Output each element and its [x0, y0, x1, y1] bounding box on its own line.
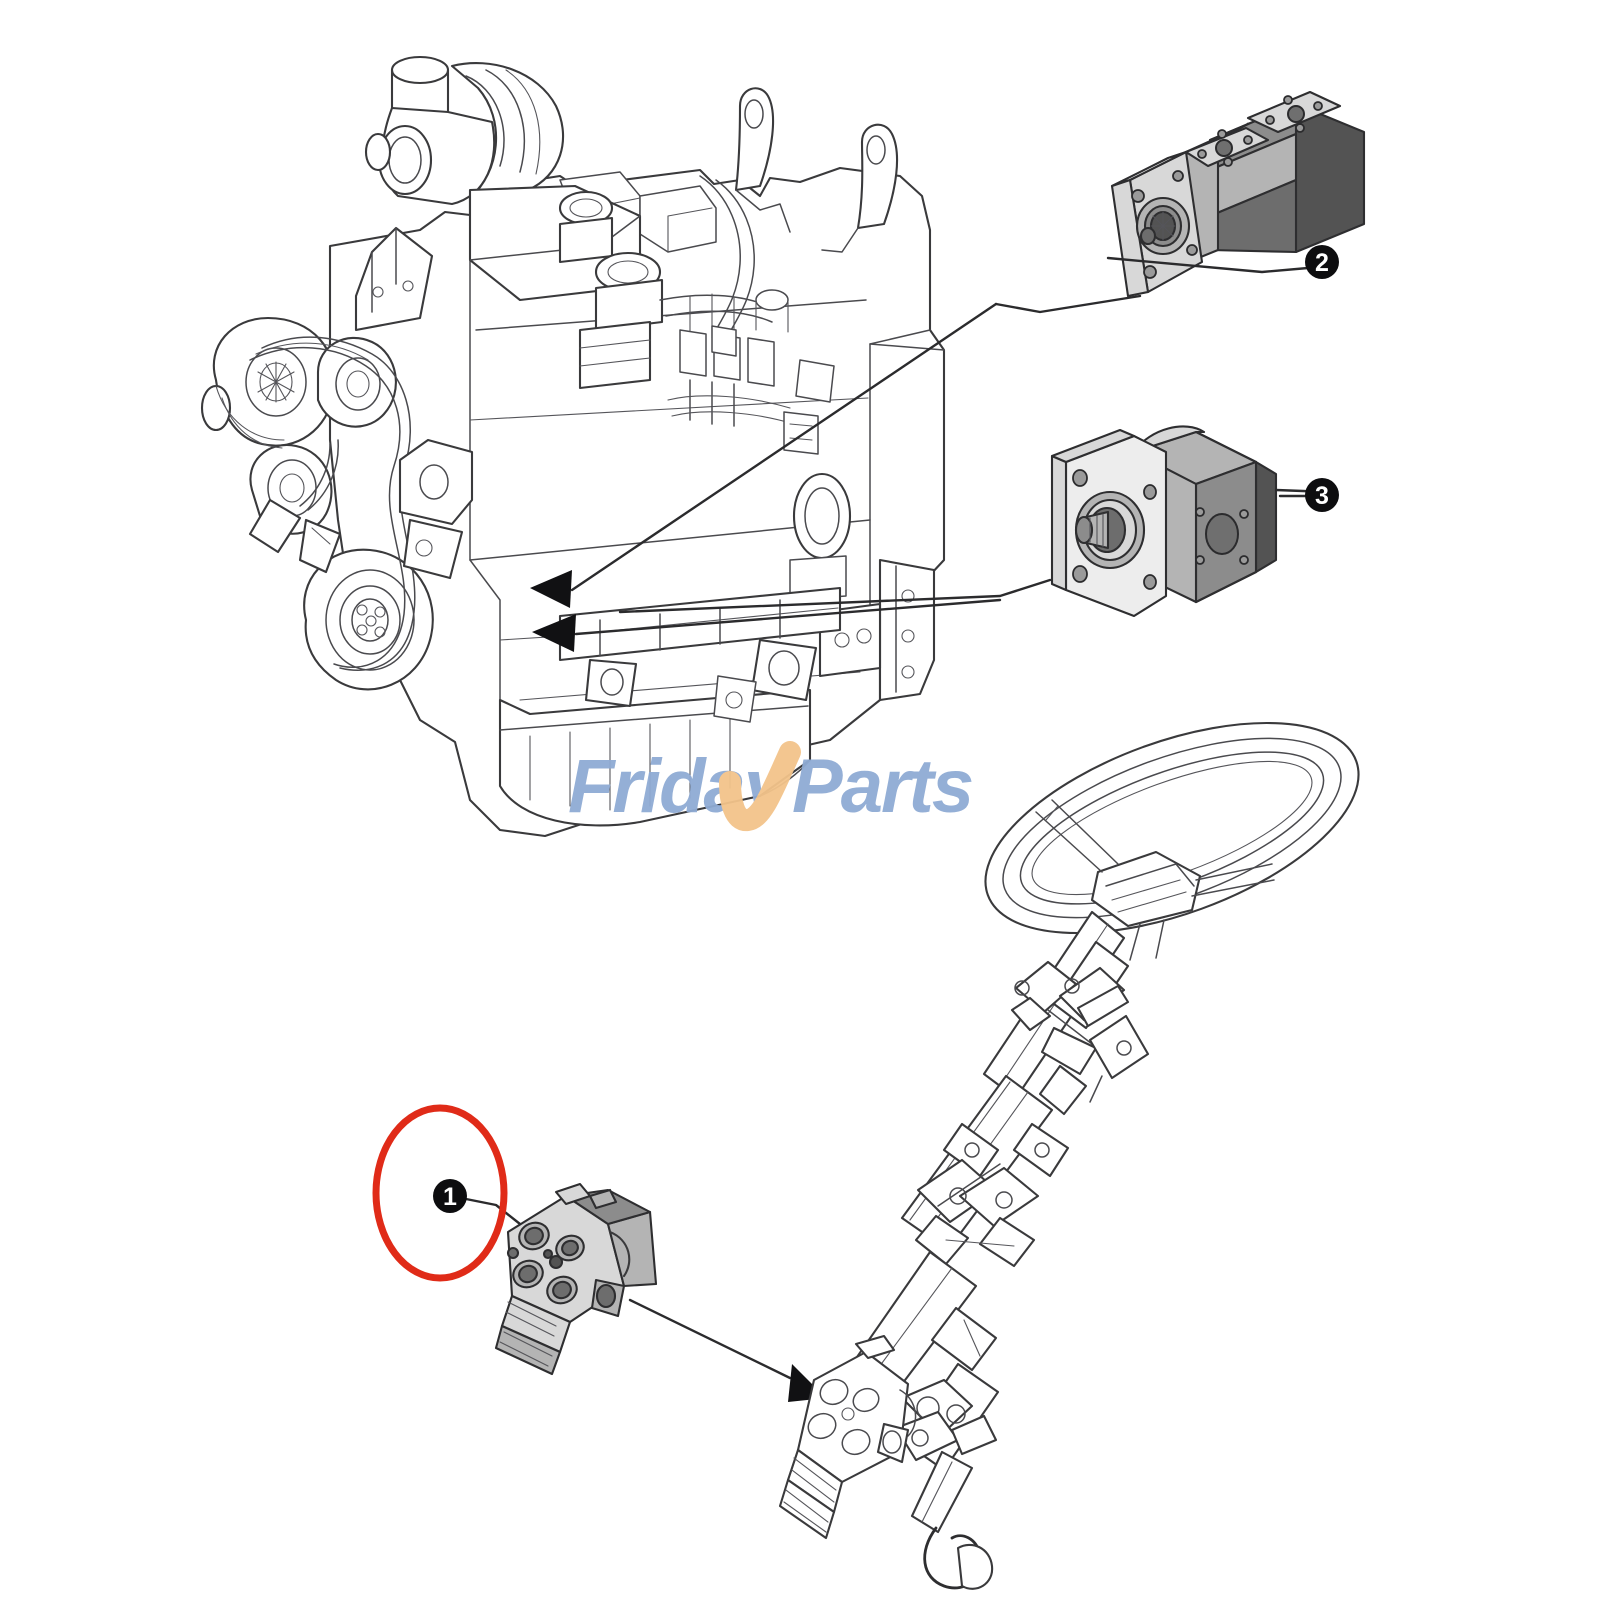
callout-2-number: 2 [1315, 249, 1329, 277]
oil-filter-housing [789, 472, 852, 601]
starter-motor [713, 638, 818, 723]
flywheel-housing [818, 558, 936, 702]
engine-assembly [200, 55, 946, 838]
column-base-valve [778, 1334, 917, 1540]
callout-marker-2[interactable]: 2 [1305, 245, 1339, 279]
engine-mount-arrows [530, 302, 1002, 652]
steering-column-assembly [778, 721, 1360, 1590]
part-steering-control-valve [464, 1182, 658, 1376]
belt-drive-system [200, 316, 434, 691]
callout-marker-3[interactable]: 3 [1305, 478, 1339, 512]
intake-piping [699, 175, 755, 357]
steering-wheel [984, 721, 1360, 961]
front-lifting-bracket [354, 226, 434, 332]
part-single-gear-pump [618, 425, 1332, 618]
valve-install-leader [628, 1298, 826, 1402]
turbocharger [364, 55, 570, 222]
rear-lifting-eye [734, 87, 899, 253]
valve-cover-assembly [468, 184, 664, 390]
callout-marker-1[interactable]: 1 [433, 1179, 467, 1213]
tilt-mechanism [1010, 960, 1150, 1116]
watermark: Friday Parts [568, 741, 974, 831]
callout-1-number: 1 [443, 1183, 457, 1211]
front-accessory-drive [398, 438, 474, 580]
watermark-swoosh [719, 741, 801, 831]
column-mounting-brackets [914, 1122, 1070, 1268]
callout-3-number: 3 [1315, 482, 1329, 510]
fuel-system-detail [659, 289, 835, 455]
part-tandem-gear-pump [994, 90, 1366, 314]
watermark-parts: Parts [792, 744, 972, 829]
red-highlight-ellipse [372, 1104, 508, 1282]
